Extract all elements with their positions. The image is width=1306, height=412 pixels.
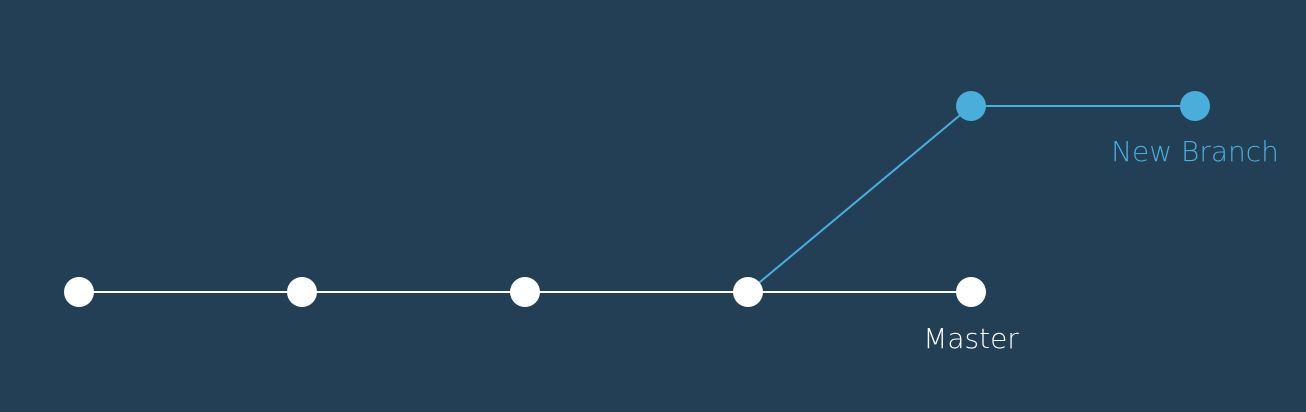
master-commit-3 [510,277,540,307]
new-branch-label: New Branch [1111,135,1279,168]
nodes-group [64,91,1210,307]
branch-edge-1 [747,105,972,293]
master-commit-4 [733,277,763,307]
master-commit-1 [64,277,94,307]
edges-group [79,105,1195,293]
master-commit-5 [956,277,986,307]
master-commit-2 [287,277,317,307]
branch-commit-2 [1180,91,1210,121]
branch-commit-1 [956,91,986,121]
master-label: Master [923,322,1019,355]
